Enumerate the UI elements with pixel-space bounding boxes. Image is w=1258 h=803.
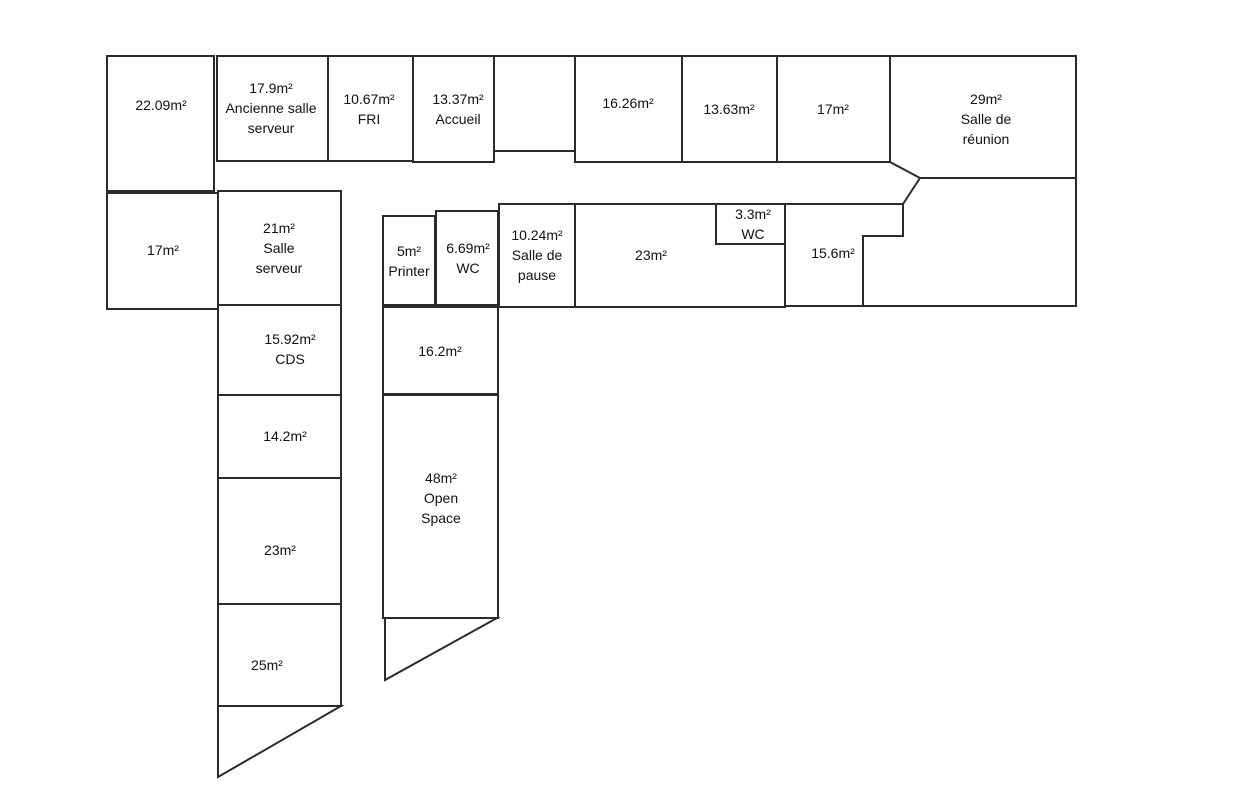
room-r-d1: 5m² Printer [382, 215, 436, 306]
room-name-label: WC [456, 260, 479, 276]
room-area-label: 14.2m² [263, 428, 307, 444]
room-name-label: réunion [963, 131, 1010, 147]
room-name-label: CDS [275, 351, 305, 367]
room-r-e3 [384, 617, 501, 682]
room-name-label: Salle de [961, 111, 1012, 127]
room-outline [106, 55, 215, 192]
room-r-a6: 16.26m² [574, 55, 683, 163]
room-r-b1: 17m² [106, 192, 219, 310]
room-r-a7: 13.63m² [681, 55, 778, 163]
room-outline [327, 55, 414, 162]
room-r-a5 [493, 55, 576, 152]
room-outline [382, 394, 499, 619]
room-name-label: Ancienne salle [225, 100, 316, 116]
room-name-label: FRI [358, 111, 381, 127]
room-r-c1: 15.92m² CDS [217, 304, 342, 396]
room-outline [382, 215, 436, 306]
room-outline [384, 617, 501, 682]
room-r-a8: 17m² [776, 55, 891, 163]
room-outline [217, 477, 342, 605]
room-r-d2: 6.69m² WC [435, 210, 499, 306]
room-area-label: 22.09m² [135, 97, 187, 113]
room-outline [217, 603, 342, 707]
room-r-a9: 29m² Salle de réunion [889, 55, 1077, 179]
room-area-label: 48m² [425, 470, 457, 486]
room-area-label: 16.2m² [418, 343, 462, 359]
room-outline [435, 210, 499, 306]
room-area-label: 15.92m² [264, 331, 316, 347]
room-r-a1: 22.09m² [106, 55, 215, 192]
room-area-label: 17m² [147, 242, 179, 258]
room-r-c2: 14.2m² [217, 394, 342, 479]
room-area-label: 17.9m² [249, 80, 293, 96]
room-name-label: Salle [263, 240, 294, 256]
room-area-label: 16.26m² [602, 95, 654, 111]
room-area-label: 13.37m² [432, 91, 484, 107]
room-r-a4: 13.37m² Accueil [412, 55, 495, 163]
room-r-d5: 3.3m² WC [715, 203, 786, 245]
room-area-label: 10.67m² [343, 91, 395, 107]
room-area-label: 15.6m² [811, 245, 855, 261]
room-outline [217, 705, 345, 779]
room-outline [493, 55, 576, 152]
room-r-b2: 21m² Salle serveur [217, 190, 342, 306]
room-name-label: WC [741, 226, 764, 242]
room-name-label: pause [518, 267, 556, 283]
room-area-label: 17m² [817, 101, 849, 117]
room-area-label: 23m² [635, 247, 667, 263]
room-name-label: serveur [256, 260, 303, 276]
room-area-label: 10.24m² [511, 227, 563, 243]
room-name-label: serveur [248, 120, 295, 136]
room-name-label: Salle de [512, 247, 563, 263]
room-area-label: 6.69m² [446, 240, 490, 256]
room-name-label: Printer [388, 263, 430, 279]
room-area-label: 3.3m² [735, 206, 771, 222]
room-r-a10 [862, 177, 1077, 307]
room-area-label: 13.63m² [703, 101, 755, 117]
room-area-label: 29m² [970, 91, 1002, 107]
room-outline [217, 304, 342, 396]
room-name-label: Open [424, 490, 458, 506]
room-r-d6: 15.6m² [784, 203, 904, 307]
room-r-a3: 10.67m² FRI [327, 55, 414, 162]
room-outline [784, 203, 904, 307]
room-r-d3: 10.24m² Salle de pause [498, 203, 576, 308]
room-name-label: Space [421, 510, 461, 526]
room-name-label: Accueil [435, 111, 480, 127]
room-outline [412, 55, 495, 163]
room-r-e1: 16.2m² [382, 306, 499, 395]
room-area-label: 25m² [251, 657, 283, 673]
room-area-label: 23m² [264, 542, 296, 558]
room-outline [862, 177, 1077, 307]
room-r-c5 [217, 705, 345, 779]
room-area-label: 21m² [263, 220, 295, 236]
room-r-c4: 25m² [217, 603, 342, 707]
room-r-a2: 17.9m² Ancienne salle serveur [216, 55, 329, 162]
room-area-label: 5m² [397, 243, 421, 259]
room-r-c3: 23m² [217, 477, 342, 605]
